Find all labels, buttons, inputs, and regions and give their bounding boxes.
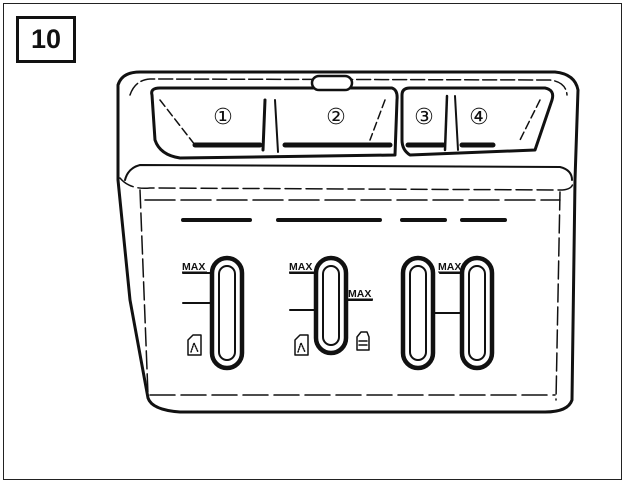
slider-3 [400,255,495,371]
slider-1-max-label: MAX [182,261,205,273]
compartment-label-2: ② [326,105,346,130]
slider-1 [182,255,245,371]
compartment-label-1: ① [213,105,233,130]
compartment-label-4: ④ [469,105,489,130]
compartment-3-4 [400,86,555,157]
step-number: 10 [16,16,76,63]
detergent-powder-icon [294,334,309,356]
drawer-handle [310,74,354,92]
detergent-powder-icon [187,334,202,356]
slider-2-side-max-label: MAX [348,288,371,300]
liquid-detergent-icon [356,331,370,351]
slider-2 [289,255,373,356]
drawer-outline [116,70,580,414]
figure-frame [3,3,622,480]
compartment-1-2 [150,86,399,160]
slider-3-max-label: MAX [438,261,461,273]
compartment-label-3: ③ [414,105,434,130]
slider-2-max-label: MAX [289,261,312,273]
